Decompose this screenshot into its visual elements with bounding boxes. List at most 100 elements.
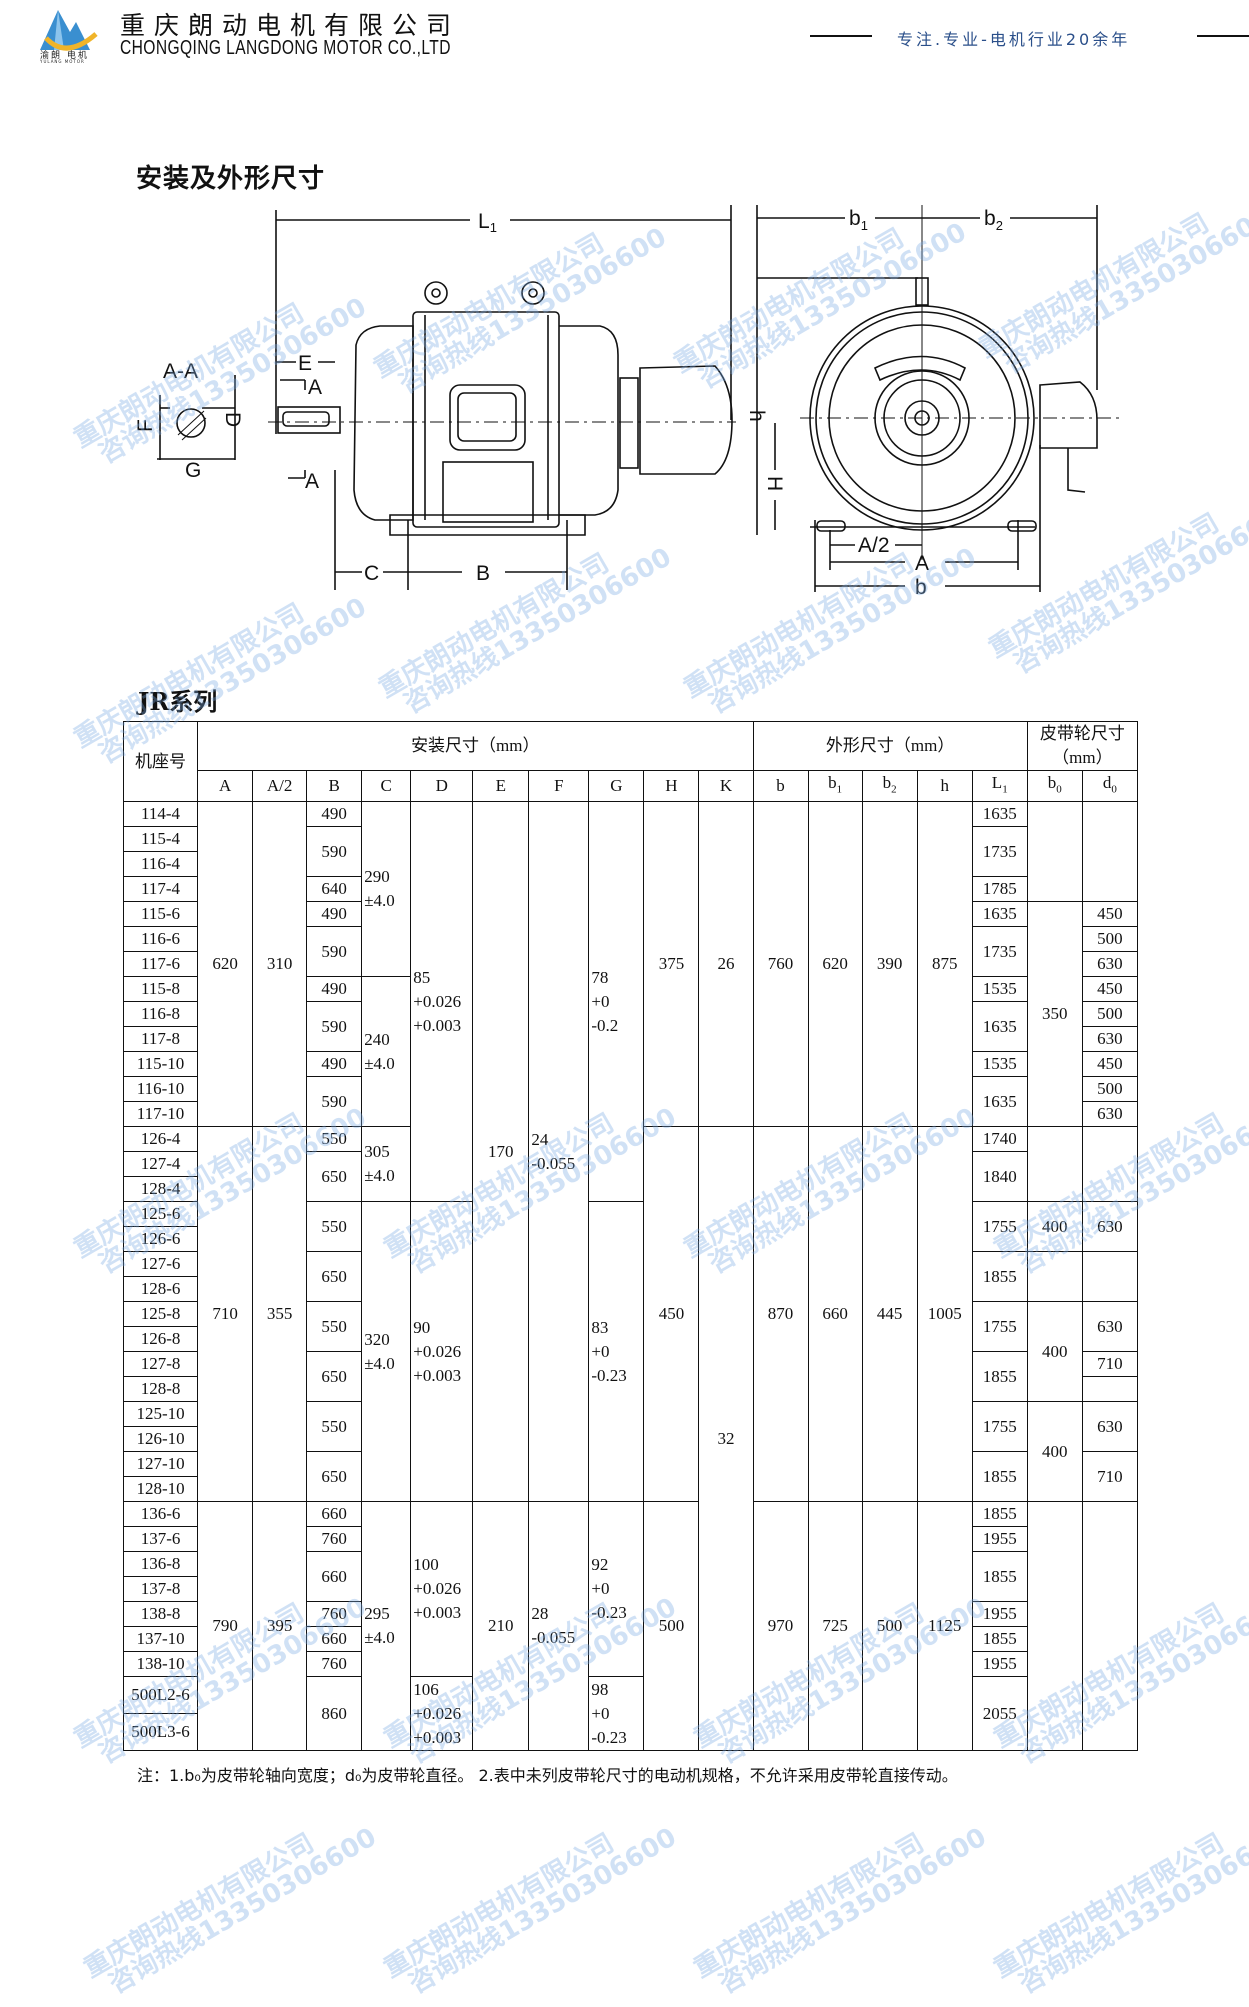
column-header: b0 — [1026, 769, 1083, 803]
table-cell: 620 — [807, 801, 863, 1128]
section-mark-A-bottom: A — [305, 470, 319, 493]
watermark-line: 重庆朗动电机有限公司 — [379, 1828, 620, 1985]
column-header-label: H — [665, 776, 678, 796]
model-cell: 128-6 — [122, 1276, 199, 1303]
dim-label-b1: b1 — [849, 207, 868, 233]
column-header: h — [916, 769, 973, 803]
table-cell: 1735 — [971, 826, 1028, 878]
table-cell: 500 — [1081, 1076, 1139, 1103]
model-cell: 138-8 — [122, 1601, 199, 1628]
table-footnote: 注：1.b₀为皮带轮轴向宽度；d₀为皮带轮直径。 2.表中未列皮带轮尺寸的电动机… — [137, 1766, 958, 1785]
table-cell: 92 +0 -0.23 — [588, 1501, 645, 1678]
model-cell: 127-4 — [122, 1151, 199, 1178]
table-cell: 320 ±4.0 — [361, 1201, 412, 1503]
model-cell: 128-10 — [122, 1476, 199, 1503]
table-cell: 100 +0.026 +0.003 — [410, 1501, 474, 1678]
dim-label-E: E — [298, 352, 312, 375]
table-cell: 760 — [306, 1601, 363, 1628]
table-cell — [1026, 801, 1083, 903]
table-row: 128-8 — [122, 1376, 1139, 1403]
column-header: A — [197, 769, 254, 803]
column-header-subscript: 1 — [1002, 783, 1008, 796]
motor-dimension-drawing: L1 E A A A-A F D G C B b1 b2 h H A/2 A b — [134, 205, 1120, 599]
column-header: L1 — [971, 769, 1028, 803]
watermark: 重庆朗动电机有限公司咨询热线13350306600 — [689, 1802, 992, 2006]
model-cell: 117-4 — [122, 876, 199, 903]
table-cell: 650 — [306, 1351, 363, 1403]
table-cell: 630 — [1081, 1301, 1139, 1353]
table-row: 126-10 — [122, 1426, 1138, 1453]
side-view — [157, 205, 736, 590]
table-row: 128-4 — [122, 1176, 1138, 1203]
watermark-line: 咨询热线13350306600 — [404, 1822, 682, 2000]
company-name-en: CHONGQING LANGDONG MOTOR CO.,LTD — [120, 37, 451, 59]
column-header-label: K — [719, 776, 733, 796]
model-cell: 125-6 — [122, 1201, 199, 1228]
model-cell: 127-6 — [122, 1251, 199, 1278]
column-header-label: b — [1047, 773, 1057, 792]
table-cell: 1855 — [971, 1251, 1028, 1303]
watermark-line: 咨询热线13350306600 — [1014, 1822, 1249, 2000]
model-cell: 115-10 — [122, 1051, 199, 1078]
column-header: G — [588, 769, 645, 803]
table-cell: 400 — [1026, 1301, 1083, 1403]
table-cell: 290 ±4.0 — [361, 801, 412, 978]
dim-label-F: F — [134, 419, 157, 432]
column-header: E — [472, 769, 530, 803]
column-header-label: A — [218, 776, 232, 796]
table-cell: 450 — [1081, 901, 1139, 928]
model-cell: 138-10 — [122, 1651, 199, 1678]
column-header-label: D — [435, 776, 448, 796]
table-cell: 860 — [306, 1676, 363, 1752]
table-cell — [1081, 1501, 1139, 1752]
table-cell: 2055 — [971, 1676, 1028, 1752]
model-cell: 127-8 — [122, 1351, 199, 1378]
table-cell: 350 — [1026, 901, 1083, 1128]
table-cell: 1735 — [971, 926, 1028, 978]
watermark: 重庆朗动电机有限公司咨询热线13350306600 — [79, 1802, 382, 2006]
column-header-label: L — [991, 773, 1003, 792]
model-cell: 137-8 — [122, 1576, 199, 1603]
model-cell: 115-8 — [122, 976, 199, 1003]
model-cell: 114-4 — [122, 801, 199, 828]
section-mark-A-top: A — [308, 376, 322, 399]
table-cell: 650 — [306, 1451, 363, 1503]
column-header-label: d — [1102, 773, 1112, 792]
watermark: 重庆朗动电机有限公司咨询热线13350306600 — [989, 1802, 1249, 2006]
header-outline-dims: 外形尺寸（mm） — [752, 721, 1028, 771]
dim-label-C: C — [364, 562, 379, 585]
column-header: b2 — [861, 769, 918, 803]
table-cell: 590 — [306, 1076, 363, 1128]
table-cell: 650 — [306, 1151, 363, 1203]
table-row: 500L3-6 — [122, 1713, 1138, 1752]
table-cell: 660 — [807, 1126, 863, 1503]
column-header-subscript: 1 — [836, 783, 843, 796]
table-cell: 620 — [197, 801, 254, 1128]
table-cell: 640 — [306, 876, 363, 903]
table-cell: 630 — [1081, 1101, 1139, 1128]
model-cell: 116-8 — [122, 1001, 199, 1028]
table-cell: 790 — [197, 1501, 254, 1752]
table-cell: 1755 — [971, 1401, 1028, 1453]
watermark-line: 重庆朗动电机有限公司 — [689, 1828, 930, 1985]
table-cell: 630 — [1081, 1201, 1139, 1253]
model-cell: 126-4 — [122, 1126, 199, 1153]
table-cell: 550 — [306, 1401, 363, 1453]
table-cell: 24 -0.055 — [528, 801, 590, 1503]
table-cell: 1535 — [971, 1051, 1028, 1078]
model-cell: 128-8 — [122, 1376, 199, 1403]
column-header: b1 — [807, 769, 863, 803]
